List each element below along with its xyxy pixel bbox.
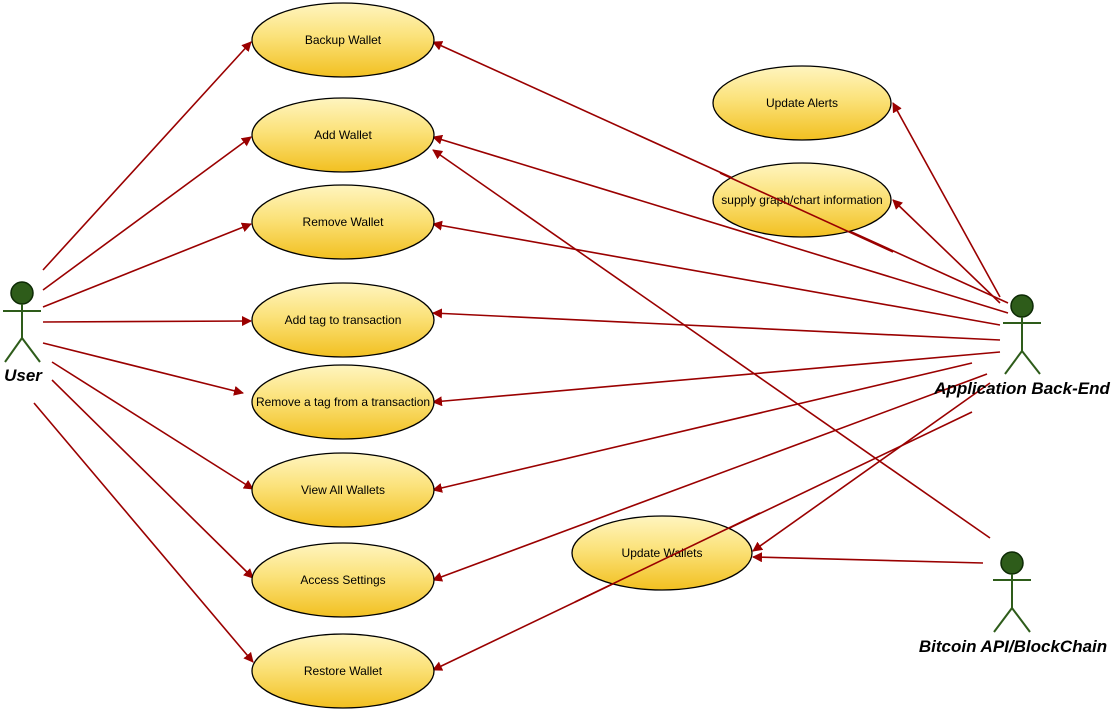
assoc-user-restore-wallet: [33, 402, 254, 663]
use-case-label: View All Wallets: [301, 483, 385, 497]
assoc-backend-add-wallet: [432, 134, 1009, 314]
use-case-update-alerts[interactable]: Update Alerts: [712, 65, 892, 141]
use-case-label: Update Alerts: [766, 96, 838, 110]
use-case-label: Add tag to transaction: [285, 313, 402, 327]
assoc-user-backup-wallet: [42, 41, 252, 271]
use-case-label: Remove Wallet: [303, 215, 385, 229]
assoc-user-add-wallet: [42, 136, 252, 291]
assoc-user-view-all-wallets: [51, 361, 254, 490]
actor-application-backend[interactable]: Application Back-End: [933, 294, 1110, 398]
use-case-access-settings[interactable]: Access Settings: [251, 542, 435, 618]
use-case-label: Access Settings: [300, 573, 385, 587]
assoc-backend-backup-wallet-overlay: [719, 172, 894, 253]
assoc-user-access-settings: [51, 379, 254, 579]
use-case-backup-wallet[interactable]: Backup Wallet: [251, 2, 435, 78]
use-case-add-wallet[interactable]: Add Wallet: [251, 97, 435, 173]
backend-associations: [432, 41, 1009, 671]
actor-label-backend: Application Back-End: [933, 379, 1110, 398]
use-case-label: Remove a tag from a transaction: [256, 395, 430, 409]
bitcoin-associations: [432, 149, 991, 564]
use-case-label: Add Wallet: [314, 128, 372, 142]
actor-head-icon: [1010, 294, 1034, 318]
actor-head-icon: [1000, 551, 1024, 575]
actor-user[interactable]: User: [3, 281, 43, 385]
assoc-backend-remove-wallet: [432, 220, 1001, 326]
assoc-bitcoin-add-wallet: [432, 149, 991, 539]
use-case-supply-graph[interactable]: supply graph/chart information: [712, 162, 892, 238]
use-case-add-tag[interactable]: Add tag to transaction: [251, 282, 435, 358]
assoc-backend-update-alerts: [892, 102, 1001, 298]
assoc-user-remove-wallet: [42, 222, 252, 308]
assoc-backend-supply-graph: [892, 199, 1001, 304]
actor-head-icon: [10, 281, 34, 305]
use-case-remove-tag[interactable]: Remove a tag from a transaction: [251, 364, 435, 440]
use-case-label: Backup Wallet: [305, 33, 382, 47]
assoc-user-add-tag: [42, 316, 252, 327]
assoc-bitcoin-update-wallets: [752, 552, 984, 564]
use-case-label: Restore Wallet: [304, 664, 383, 678]
assoc-backend-view-all-wallets: [432, 362, 973, 493]
use-case-view-all-wallets[interactable]: View All Wallets: [251, 452, 435, 528]
assoc-backend-update-wallets: [752, 382, 991, 552]
use-case-restore-wallet[interactable]: Restore Wallet: [251, 633, 435, 709]
assoc-backend-restore-wallet-overlay: [574, 512, 761, 603]
use-case-update-wallets[interactable]: Update Wallets: [571, 515, 753, 591]
assoc-backend-remove-tag: [432, 351, 1001, 407]
user-associations: [33, 41, 254, 663]
assoc-backend-add-tag: [432, 308, 1001, 341]
use-case-label: supply graph/chart information: [721, 193, 882, 207]
assoc-user-remove-tag: [42, 342, 244, 396]
actor-label-user: User: [4, 366, 43, 385]
assoc-backend-access-settings: [432, 373, 988, 582]
actor-bitcoin-api[interactable]: Bitcoin API/BlockChain: [919, 551, 1107, 656]
use-case-label: Update Wallets: [622, 546, 703, 560]
actor-label-bitcoin: Bitcoin API/BlockChain: [919, 637, 1107, 656]
use-case-remove-wallet[interactable]: Remove Wallet: [251, 184, 435, 260]
